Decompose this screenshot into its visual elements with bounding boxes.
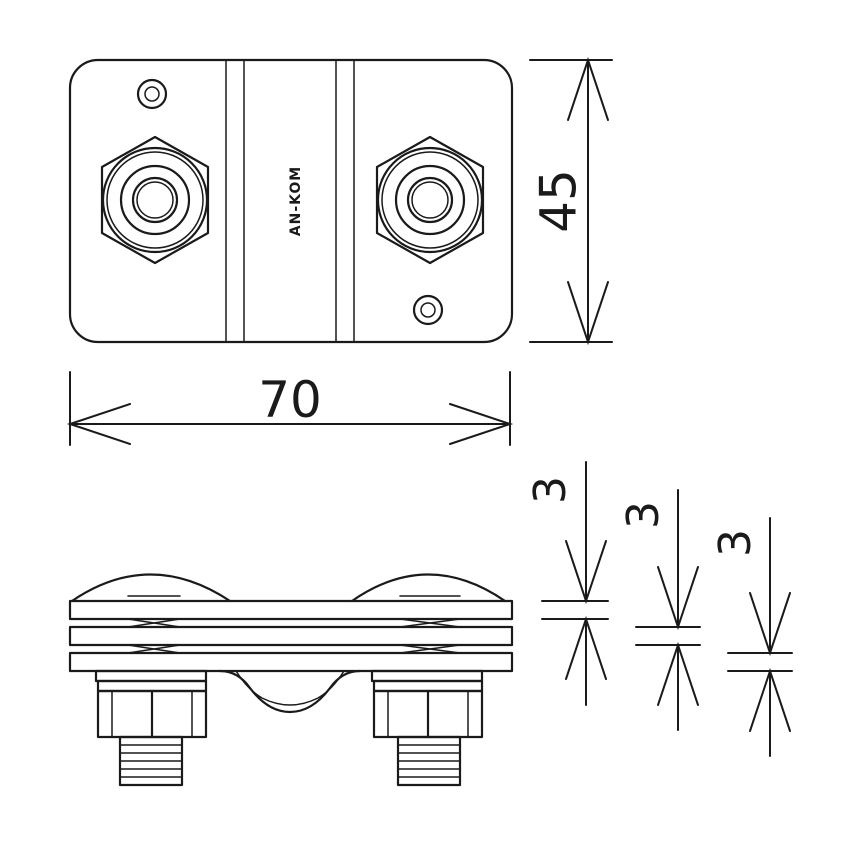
dimension-thickness-3: 3 [710, 517, 793, 757]
dimension-thickness-1: 3 [525, 461, 609, 706]
dimension-thickness-2: 3 [618, 489, 701, 731]
top-view: AN-KOM [68, 58, 514, 344]
plate-outline [68, 58, 514, 344]
dimension-width: 70 [66, 371, 514, 446]
dimension-width-label: 70 [258, 371, 322, 429]
bolt-shank-right [399, 595, 461, 654]
bolt-shank-left [127, 595, 181, 654]
nut-assembly-right [370, 669, 484, 787]
hex-nut-left [100, 135, 210, 265]
bolt-head-right [350, 573, 507, 603]
nut-assembly-left [94, 669, 208, 787]
dimension-thickness-1-label: 3 [525, 476, 576, 504]
plate-bottom [68, 651, 514, 673]
brand-label: AN-KOM [288, 166, 304, 236]
plate-middle [68, 625, 514, 647]
small-hole-top-left [136, 78, 168, 110]
hex-nut-right [375, 135, 485, 265]
small-hole-bottom-right [412, 294, 444, 326]
dimension-height-label: 45 [530, 169, 588, 233]
bolt-head-left [70, 573, 232, 603]
u-strap-inner [235, 670, 345, 706]
side-view [68, 573, 514, 787]
plate-top [68, 599, 514, 621]
dimension-height: 45 [529, 56, 613, 346]
dimension-thickness-2-label: 3 [618, 501, 669, 529]
dimension-thickness-3-label: 3 [710, 529, 761, 557]
